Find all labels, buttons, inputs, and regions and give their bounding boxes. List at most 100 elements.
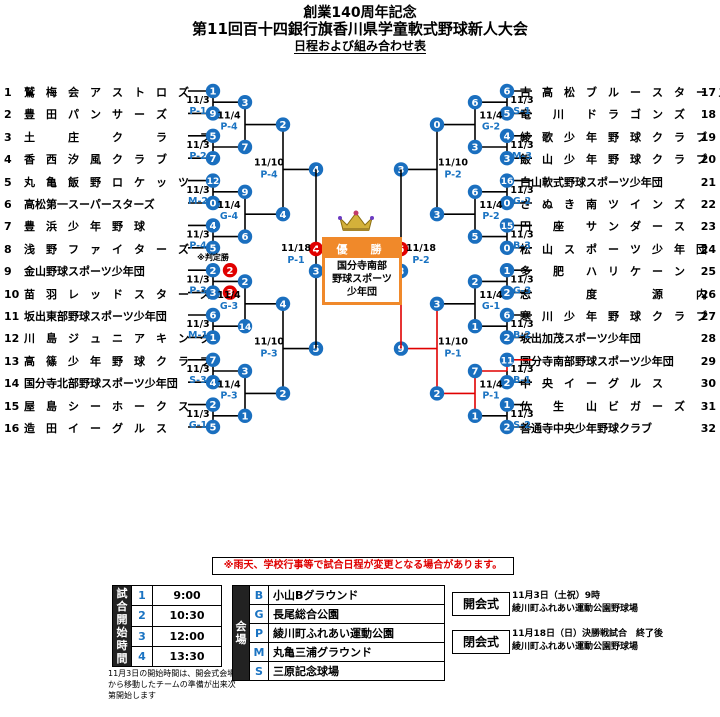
score-badge: 2 (429, 386, 445, 401)
svg-text:2: 2 (504, 333, 511, 344)
score-badge: 5 (467, 229, 483, 244)
match-code: G-2 (482, 122, 500, 133)
time-value: 9:00 (152, 584, 222, 607)
match-code: B-2 (513, 330, 531, 341)
time-code: 3 (131, 625, 153, 647)
team-entry-right: 寒 川 少 年 野 球 ク ラ ブ27 (520, 310, 716, 323)
score-badge: 0 (499, 195, 515, 211)
score-badge: 2 (467, 274, 483, 289)
score-badge: 3 (467, 139, 483, 155)
crown-icon (338, 210, 374, 231)
match-date: 11/3 (186, 319, 209, 330)
start-times-table: 試合開始時間 1 9:00 2 10:30 3 12:00 4 13:30 (112, 584, 222, 668)
svg-text:7: 7 (472, 367, 479, 378)
svg-text:7: 7 (210, 355, 217, 366)
match-date: 11/10 (438, 337, 468, 348)
svg-text:2: 2 (434, 389, 441, 400)
venue-code: M (249, 642, 269, 662)
score-badge: 7 (237, 139, 253, 155)
svg-text:1: 1 (210, 333, 217, 344)
svg-text:4: 4 (280, 299, 287, 310)
svg-text:5: 5 (210, 131, 217, 142)
score-badge: 0 (499, 240, 515, 255)
svg-text:3: 3 (313, 267, 320, 278)
score-badge: 6 (237, 229, 253, 244)
svg-text:2: 2 (504, 288, 511, 299)
match-date: 11/3 (510, 95, 533, 106)
match-date: 11/18 (406, 243, 436, 254)
match-date: 11/3 (186, 140, 209, 151)
svg-text:16: 16 (501, 177, 514, 187)
score-badge: 2 (275, 386, 291, 401)
score-badge: 1 (499, 397, 515, 412)
match-code: P-2 (412, 255, 429, 266)
svg-text:0: 0 (210, 199, 217, 210)
match-date: 11/4 (479, 111, 503, 122)
score-badge: 16 (499, 173, 515, 188)
score-badge: 1 (499, 263, 515, 278)
svg-text:2: 2 (210, 400, 217, 411)
tournament-title: 第11回百十四銀行旗香川県学童軟式野球新人大会 (192, 20, 528, 38)
match-code: G-4 (220, 211, 239, 222)
svg-text:6: 6 (242, 232, 249, 243)
match-date: 11/10 (254, 337, 284, 348)
match-date: 11/3 (186, 364, 209, 375)
match-date: 11/10 (254, 157, 284, 168)
score-badge: 4 (205, 375, 221, 390)
score-badge: 6 (467, 95, 483, 110)
svg-text:0: 0 (434, 120, 441, 131)
venue-name: 長尾総合公園 (268, 604, 445, 624)
time-code: 2 (131, 605, 153, 627)
time-value: 12:00 (152, 625, 222, 647)
svg-text:7: 7 (210, 154, 217, 165)
svg-text:6: 6 (504, 311, 511, 322)
score-badge: 12 (205, 173, 221, 188)
score-badge: 1 (467, 319, 483, 334)
match-code: P-1 (287, 255, 304, 266)
score-badge: 14 (237, 319, 253, 334)
time-value: 13:30 (152, 645, 222, 668)
match-code: M-1 (188, 330, 208, 341)
svg-text:6: 6 (472, 187, 479, 198)
score-badge: 6 (205, 307, 221, 323)
team-entry-right: 綾 歌 少 年 野 球 ク ラ ブ19 (520, 130, 716, 144)
match-code: B-1 (513, 375, 531, 386)
match-code: S-3 (189, 375, 206, 386)
svg-text:2: 2 (472, 277, 479, 288)
svg-text:14: 14 (239, 323, 252, 333)
svg-text:5: 5 (210, 243, 217, 254)
score-badge: 9 (237, 184, 253, 199)
match-code: M-3 (512, 151, 532, 162)
svg-text:2: 2 (280, 120, 287, 131)
score-badge: 4 (275, 296, 291, 311)
svg-text:12: 12 (207, 177, 220, 187)
venue-name: 三原記念球場 (268, 661, 445, 681)
venues-label: 会場 (232, 585, 250, 681)
time-value: 10:30 (152, 605, 222, 627)
team-entry-right: 松 山 ス ポ ー ツ 少 年 団24 (520, 242, 716, 256)
svg-text:0: 0 (504, 243, 511, 254)
match-code: P-4 (220, 122, 238, 133)
svg-text:9: 9 (242, 187, 249, 198)
svg-text:2: 2 (242, 277, 249, 288)
match-code: P-2 (482, 211, 499, 222)
svg-text:3: 3 (472, 143, 479, 154)
venue-name: 綾川町ふれあい運動公園 (268, 623, 445, 643)
match-code: S-2 (513, 420, 530, 431)
score-badge-red: 2 (222, 263, 238, 278)
venue-code: B (249, 585, 269, 605)
score-badge: 3 (308, 263, 324, 279)
svg-text:9: 9 (210, 109, 217, 120)
score-badge: 7 (205, 352, 221, 367)
svg-text:4: 4 (280, 210, 287, 221)
score-badge: 3 (429, 296, 445, 311)
